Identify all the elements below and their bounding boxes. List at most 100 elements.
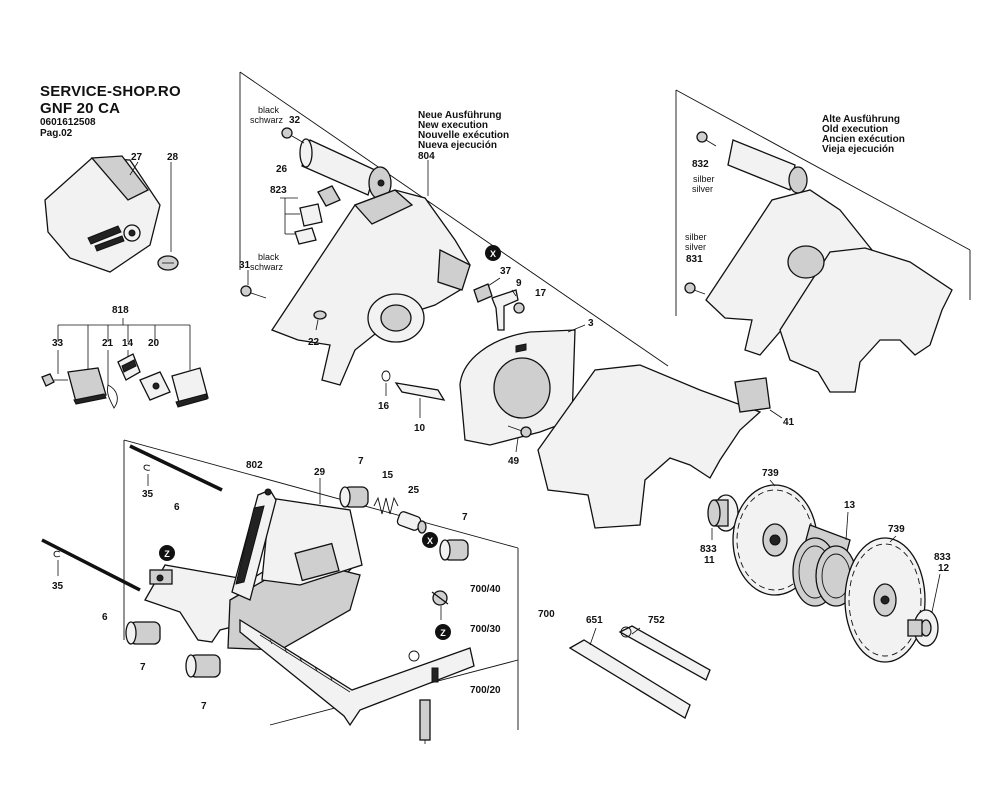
svg-text:Nouvelle exécution: Nouvelle exécution	[418, 130, 509, 141]
part-25-sleeve	[396, 511, 427, 534]
svg-text:739: 739	[762, 468, 779, 479]
svg-text:silver: silver	[692, 184, 713, 194]
svg-text:29: 29	[314, 467, 326, 478]
svg-text:17: 17	[535, 288, 547, 299]
svg-text:Ancien exécution: Ancien exécution	[822, 134, 905, 145]
svg-text:752: 752	[648, 615, 665, 626]
marker-z-1: Z	[159, 545, 175, 561]
part-833-11-flange	[707, 494, 739, 540]
svg-text:804: 804	[418, 151, 435, 162]
svg-text:black: black	[258, 105, 280, 115]
part-739-blade-2	[844, 535, 926, 663]
svg-text:New execution: New execution	[418, 120, 488, 131]
part-22-pin	[313, 310, 327, 331]
rip-fence-scale	[269, 639, 333, 681]
marker-x-1: X	[485, 245, 501, 261]
model-name: GNF 20 CA	[40, 99, 121, 117]
svg-text:Vieja ejecución: Vieja ejecución	[822, 144, 894, 155]
part-3-shield	[459, 324, 586, 446]
svg-text:31: 31	[239, 260, 251, 271]
part-7-rollers	[125, 486, 469, 678]
svg-text:Alte Ausführung: Alte Ausführung	[822, 114, 900, 125]
svg-text:Z: Z	[440, 628, 446, 638]
color-notes: black schwarz black schwarz silber silve…	[250, 105, 715, 272]
part-49-screw	[507, 425, 532, 453]
part-16-clip	[381, 370, 391, 396]
svg-text:27: 27	[131, 152, 143, 163]
svg-text:35: 35	[142, 489, 154, 500]
svg-text:26: 26	[276, 164, 288, 175]
part-804-main-guard-new	[271, 160, 471, 386]
svg-text:3: 3	[588, 318, 594, 329]
svg-text:silver: silver	[685, 242, 706, 252]
header-block: SERVICE-SHOP.RO GNF 20 CA 0601612508 Pag…	[40, 83, 181, 139]
svg-text:28: 28	[167, 152, 179, 163]
part-10-lever	[394, 382, 446, 418]
svg-text:7: 7	[201, 701, 207, 712]
page-number: Pag.02	[40, 128, 73, 139]
svg-text:schwarz: schwarz	[250, 262, 284, 272]
svg-text:20: 20	[148, 338, 160, 349]
svg-text:7: 7	[358, 456, 364, 467]
svg-text:9: 9	[516, 278, 522, 289]
svg-text:833: 833	[700, 544, 717, 555]
old-execution-guard	[705, 139, 953, 393]
part-700-rip-fence	[239, 590, 475, 744]
svg-text:6: 6	[102, 612, 108, 623]
svg-text:Old execution: Old execution	[822, 124, 888, 135]
old-execution-caption: Alte Ausführung Old execution Ancien exé…	[822, 114, 905, 155]
svg-text:silber: silber	[685, 232, 707, 242]
part-27-cover	[44, 155, 161, 273]
part-832-screw	[696, 131, 717, 147]
svg-text:21: 21	[102, 338, 114, 349]
part-15-spring	[373, 496, 399, 515]
part-833-12-flange	[907, 573, 941, 647]
svg-text:739: 739	[888, 524, 905, 535]
svg-text:700: 700	[538, 609, 555, 620]
svg-text:35: 35	[52, 581, 64, 592]
svg-text:25: 25	[408, 485, 420, 496]
svg-text:silber: silber	[693, 174, 715, 184]
kit-818-parts	[41, 353, 209, 409]
part-823-adjuster	[280, 185, 341, 245]
svg-text:700/30: 700/30	[470, 624, 501, 635]
svg-text:33: 33	[52, 338, 64, 349]
svg-text:41: 41	[783, 417, 795, 428]
svg-text:15: 15	[382, 470, 394, 481]
part-26-roller	[299, 138, 392, 200]
svg-text:X: X	[490, 249, 496, 259]
part-752-pin-wrench	[618, 625, 711, 681]
svg-text:11: 11	[704, 555, 715, 566]
part-37-9-17-bracket	[473, 277, 525, 331]
svg-text:Nueva ejecución: Nueva ejecución	[418, 140, 497, 151]
svg-text:802: 802	[246, 460, 263, 471]
svg-text:16: 16	[378, 401, 390, 412]
svg-text:831: 831	[686, 254, 703, 265]
svg-text:12: 12	[938, 563, 950, 574]
part-32-screw	[281, 127, 305, 144]
part-41-guard-housing	[537, 364, 783, 529]
svg-text:10: 10	[414, 423, 426, 434]
part-labels: 27 28 818 33 21 14 20 32 26 823 31 22 80…	[52, 115, 951, 712]
part-28-screw	[157, 162, 179, 271]
svg-text:13: 13	[844, 500, 856, 511]
svg-text:schwarz: schwarz	[250, 115, 284, 125]
marker-x-2: X	[422, 532, 438, 548]
svg-text:X: X	[427, 536, 433, 546]
svg-text:black: black	[258, 252, 280, 262]
svg-text:14: 14	[122, 338, 134, 349]
part-651-wrench	[568, 627, 691, 719]
part-31-screw	[240, 270, 267, 299]
svg-text:22: 22	[308, 337, 320, 348]
part-831-screw	[684, 282, 706, 295]
svg-text:651: 651	[586, 615, 603, 626]
marker-z-2: Z	[435, 624, 451, 640]
svg-text:32: 32	[289, 115, 301, 126]
svg-text:818: 818	[112, 305, 129, 316]
svg-text:823: 823	[270, 185, 287, 196]
svg-text:833: 833	[934, 552, 951, 563]
svg-text:6: 6	[174, 502, 180, 513]
svg-text:37: 37	[500, 266, 512, 277]
svg-text:7: 7	[140, 662, 146, 673]
